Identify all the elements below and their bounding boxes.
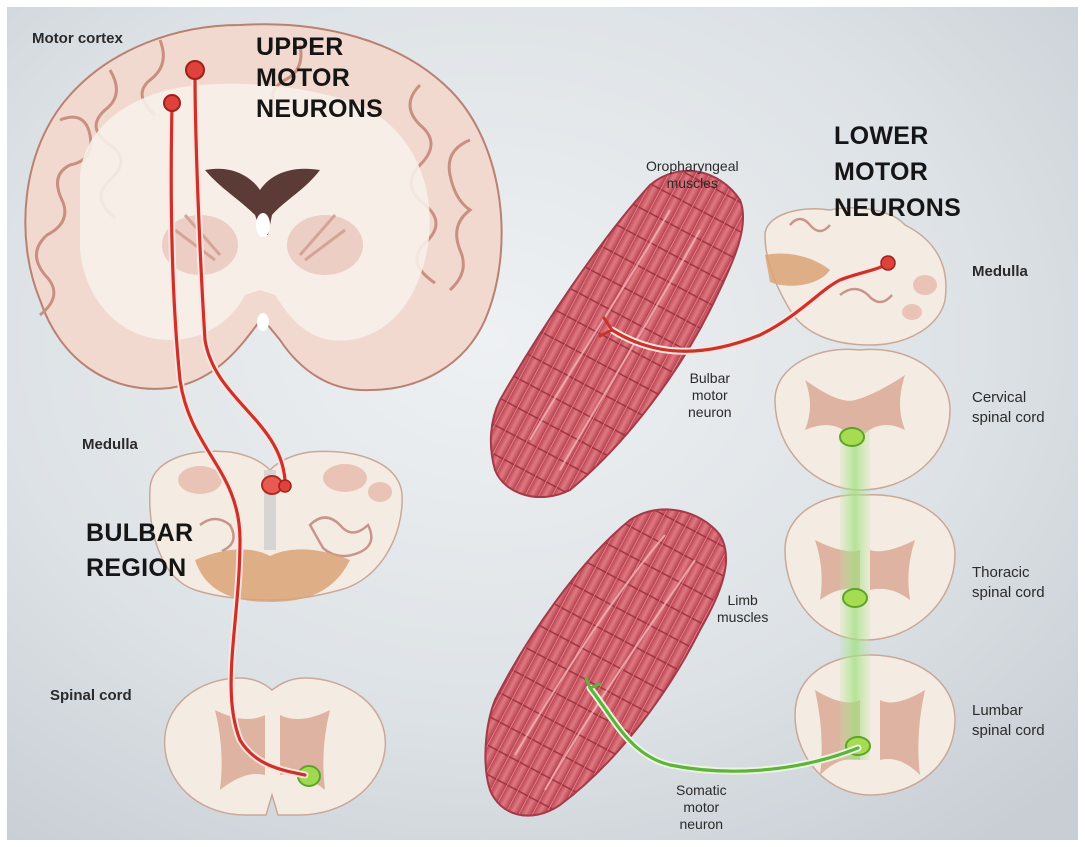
upper-motor-neurons-line-1: UPPER — [256, 32, 383, 63]
lower-motor-neurons-line-3: NEURONS — [834, 190, 961, 226]
spinal-cord-left-section — [165, 678, 386, 815]
limb-muscles-label: Limb muscles — [717, 592, 768, 626]
cervical-line-2: spinal cord — [972, 408, 1045, 428]
thoracic-line-1: Thoracic — [972, 563, 1045, 583]
bulbar-motor-neuron-label: Bulbar motor neuron — [688, 370, 732, 421]
bulbar-motor-neuron-line-1: Bulbar — [688, 370, 732, 387]
lower-motor-neurons-line-2: MOTOR — [834, 154, 961, 190]
oropharyngeal-line-2: muscles — [646, 175, 739, 192]
lumbar-spinal-cord-label: Lumbar spinal cord — [972, 701, 1045, 741]
cervical-spinal-cord-label: Cervical spinal cord — [972, 388, 1045, 428]
bulbar-motor-neuron-line-3: neuron — [688, 404, 732, 421]
oropharyngeal-line-1: Oropharyngeal — [646, 158, 739, 175]
lumbar-line-2: spinal cord — [972, 721, 1045, 741]
somatic-motor-neuron-line-1: Somatic — [676, 782, 727, 799]
upper-motor-neurons-line-3: NEURONS — [256, 94, 383, 125]
lower-motor-neurons-line-1: LOWER — [834, 118, 961, 154]
bulbar-region-line-1: BULBAR — [86, 516, 193, 551]
somatic-motor-neuron-label: Somatic motor neuron — [676, 782, 727, 833]
somatic-motor-neuron-line-3: neuron — [676, 816, 727, 833]
upper-motor-neurons-label: UPPER MOTOR NEURONS — [256, 32, 383, 125]
upper-motor-neurons-line-2: MOTOR — [256, 63, 383, 94]
cervical-line-1: Cervical — [972, 388, 1045, 408]
lower-motor-neurons-label: LOWER MOTOR NEURONS — [834, 118, 961, 226]
oropharyngeal-muscles-label: Oropharyngeal muscles — [646, 158, 739, 192]
bulbar-motor-neuron-line-2: motor — [688, 387, 732, 404]
medulla-left-label: Medulla — [82, 436, 138, 453]
spinal-cord-label: Spinal cord — [50, 687, 132, 704]
somatic-motor-neuron-line-2: motor — [676, 799, 727, 816]
thoracic-line-2: spinal cord — [972, 583, 1045, 603]
thoracic-spinal-cord-label: Thoracic spinal cord — [972, 563, 1045, 603]
motor-cortex-label: Motor cortex — [32, 30, 123, 47]
lumbar-line-1: Lumbar — [972, 701, 1045, 721]
bulbar-region-line-2: REGION — [86, 551, 193, 586]
limb-muscles-line-2: muscles — [717, 609, 768, 626]
limb-muscles-line-1: Limb — [717, 592, 768, 609]
medulla-right-label: Medulla — [972, 263, 1028, 280]
bulbar-region-label: BULBAR REGION — [86, 516, 193, 586]
